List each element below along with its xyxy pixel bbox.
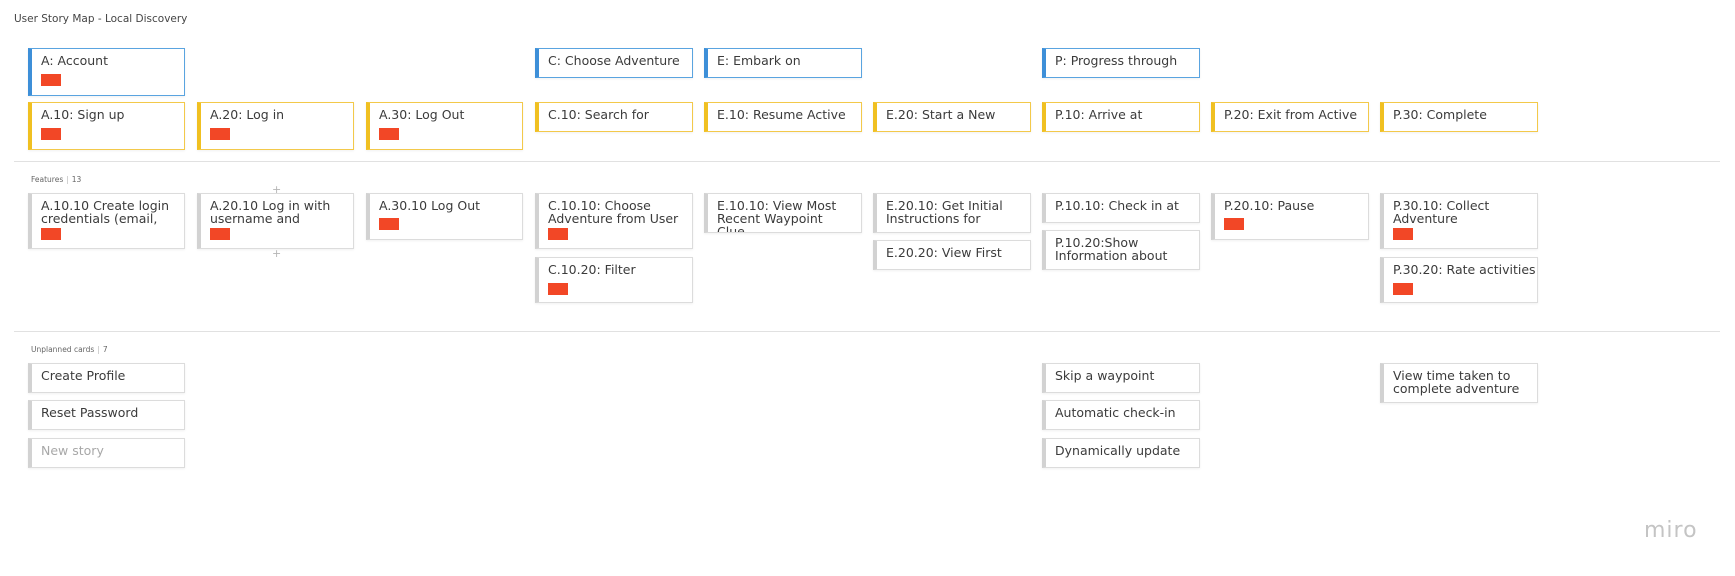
card-text: E.10.10: View Most Recent Waypoint Clue xyxy=(717,198,837,233)
activity-card-choose-adventure[interactable]: C: Choose Adventure xyxy=(535,48,693,78)
feature-card-view-waypoint-clue[interactable]: E.10.10: View Most Recent Waypoint Clue xyxy=(704,193,862,233)
unplanned-card-create-profile[interactable]: Create Profile xyxy=(28,363,185,393)
unplanned-card-automatic-check-in[interactable]: Automatic check-in xyxy=(1042,400,1200,430)
red-tag xyxy=(41,228,61,240)
red-tag xyxy=(210,228,230,240)
card-text: A.30.10 Log Out xyxy=(379,198,481,213)
card-text: P.10.20:Show Information about xyxy=(1055,235,1168,263)
section-name: Unplanned cards xyxy=(31,345,95,354)
feature-card-pause[interactable]: P.20.10: Pause xyxy=(1211,193,1369,240)
unplanned-card-skip-waypoint[interactable]: Skip a waypoint xyxy=(1042,363,1200,393)
card-text: A.30: Log Out xyxy=(379,107,465,122)
red-tag xyxy=(379,128,399,140)
unplanned-section-label: Unplanned cards|7 xyxy=(31,345,108,354)
card-text: P.10: Arrive at xyxy=(1055,107,1143,122)
features-section-label: Features|13 xyxy=(31,175,82,184)
card-text: E.20: Start a New xyxy=(886,107,996,122)
card-text: C: Choose Adventure xyxy=(548,53,680,68)
card-text: Create Profile xyxy=(41,368,126,383)
red-tag xyxy=(1393,283,1413,295)
step-card-arrive-at[interactable]: P.10: Arrive at xyxy=(1042,102,1200,132)
card-text: P.20: Exit from Active xyxy=(1224,107,1358,122)
feature-card-check-in[interactable]: P.10.10: Check in at xyxy=(1042,193,1200,223)
step-card-complete[interactable]: P.30: Complete xyxy=(1380,102,1538,132)
red-tag xyxy=(210,128,230,140)
feature-card-view-first[interactable]: E.20.20: View First xyxy=(873,240,1031,270)
card-text: C.10: Search for xyxy=(548,107,649,122)
step-card-start-new[interactable]: E.20: Start a New xyxy=(873,102,1031,132)
step-card-search[interactable]: C.10: Search for xyxy=(535,102,693,132)
step-card-resume-active[interactable]: E.10: Resume Active xyxy=(704,102,862,132)
step-card-log-out[interactable]: A.30: Log Out xyxy=(366,102,523,150)
card-text: C.10.10: Choose Adventure from User xyxy=(548,198,679,226)
card-text: P.10.10: Check in at xyxy=(1055,198,1179,213)
red-tag xyxy=(548,228,568,240)
feature-card-collect-adventure[interactable]: P.30.10: Collect Adventure xyxy=(1380,193,1538,249)
card-text: A.10.10 Create login credentials (email, xyxy=(41,198,170,226)
card-text: View time taken to complete adventure xyxy=(1393,368,1520,396)
feature-card-show-information[interactable]: P.10.20:Show Information about xyxy=(1042,230,1200,270)
unplanned-card-view-time-taken[interactable]: View time taken to complete adventure xyxy=(1380,363,1538,403)
step-card-sign-up[interactable]: A.10: Sign up xyxy=(28,102,185,150)
section-name: Features xyxy=(31,175,64,184)
red-tag xyxy=(41,74,61,86)
activity-card-account[interactable]: A: Account xyxy=(28,48,185,96)
divider-unplanned xyxy=(14,331,1720,332)
card-text: P.30.20: Rate activities xyxy=(1393,262,1536,277)
card-text: E: Embark on xyxy=(717,53,801,68)
feature-card-rate-activities[interactable]: P.30.20: Rate activities xyxy=(1380,257,1538,303)
card-text: Dynamically update xyxy=(1055,443,1181,458)
red-tag xyxy=(548,283,568,295)
card-text: Skip a waypoint xyxy=(1055,368,1155,383)
activity-card-progress[interactable]: P: Progress through xyxy=(1042,48,1200,78)
new-story-card[interactable]: New story xyxy=(28,438,185,468)
feature-card-choose-adventure[interactable]: C.10.10: Choose Adventure from User xyxy=(535,193,693,249)
card-text: P.30: Complete xyxy=(1393,107,1487,122)
miro-logo: miro xyxy=(1644,518,1698,543)
card-text: E.20.20: View First xyxy=(886,245,1002,260)
feature-card-filter[interactable]: C.10.20: Filter xyxy=(535,257,693,303)
card-text: New story xyxy=(41,443,104,458)
section-count: 13 xyxy=(71,175,82,184)
card-text: C.10.20: Filter xyxy=(548,262,636,277)
add-card-plus-icon[interactable]: + xyxy=(272,247,282,260)
card-text: P: Progress through xyxy=(1055,53,1178,68)
feature-card-login-username[interactable]: A.20.10 Log in with username and xyxy=(197,193,354,249)
card-text: P.30.10: Collect Adventure xyxy=(1393,198,1490,226)
section-count: 7 xyxy=(102,345,108,354)
step-card-log-in[interactable]: A.20: Log in xyxy=(197,102,354,150)
card-text: E.20.10: Get Initial Instructions for xyxy=(886,198,1003,226)
card-text: Reset Password xyxy=(41,405,139,420)
activity-card-embark[interactable]: E: Embark on xyxy=(704,48,862,78)
card-text: E.10: Resume Active xyxy=(717,107,846,122)
feature-card-log-out[interactable]: A.30.10 Log Out xyxy=(366,193,523,240)
card-text: P.20.10: Pause xyxy=(1224,198,1315,213)
card-text: A.20.10 Log in with username and xyxy=(210,198,331,226)
card-text: A.20: Log in xyxy=(210,107,285,122)
red-tag xyxy=(1224,218,1244,230)
card-text: A: Account xyxy=(41,53,108,68)
unplanned-card-dynamically-update[interactable]: Dynamically update xyxy=(1042,438,1200,468)
feature-card-create-login[interactable]: A.10.10 Create login credentials (email, xyxy=(28,193,185,249)
add-card-plus-icon[interactable]: + xyxy=(272,183,282,196)
card-text: Automatic check-in xyxy=(1055,405,1176,420)
red-tag xyxy=(379,218,399,230)
card-text: A.10: Sign up xyxy=(41,107,125,122)
step-card-exit-active[interactable]: P.20: Exit from Active xyxy=(1211,102,1369,132)
red-tag xyxy=(1393,228,1413,240)
unplanned-card-reset-password[interactable]: Reset Password xyxy=(28,400,185,430)
feature-card-initial-instructions[interactable]: E.20.10: Get Initial Instructions for xyxy=(873,193,1031,233)
board-title: User Story Map - Local Discovery xyxy=(14,13,188,25)
divider-features xyxy=(14,161,1720,162)
red-tag xyxy=(41,128,61,140)
